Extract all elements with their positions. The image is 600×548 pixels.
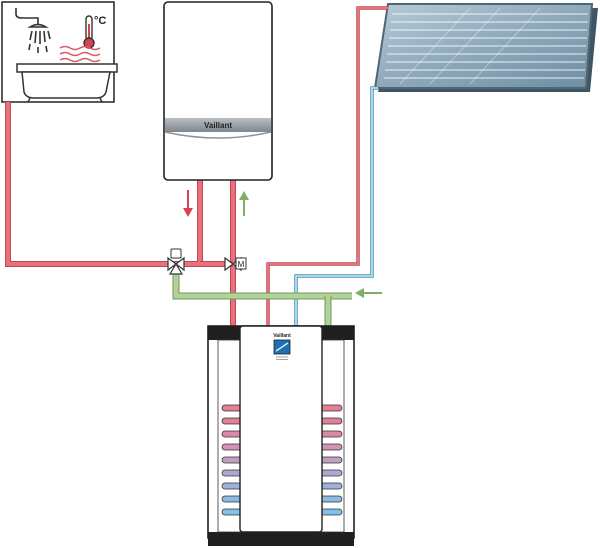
bathtub-icon [16,63,118,103]
motor-valve-letter: M [238,260,245,269]
solar-collector-panel [373,3,598,92]
collector-tubes [384,13,588,79]
storage-cylinder: Vaillant [207,325,355,546]
temperature-unit-label: °C [94,15,106,27]
cold-water-main-pipe [172,270,352,326]
mixing-valve [167,248,185,275]
cold-water-inlet-arrow-icon [355,288,382,298]
heat-waves-icon [59,45,101,63]
boiler-brand-label: Vaillant [204,121,232,130]
flow-down-arrow-icon [183,190,193,217]
solar-flow-pipe [266,6,388,330]
thermometer-icon [83,15,95,49]
motorized-valve: M [224,256,247,272]
wall-boiler: Vaillant [163,1,273,217]
flow-up-arrow-icon [239,191,249,216]
heat-exchanger-coil-left [221,404,245,516]
heat-exchanger-coil-right [319,404,343,516]
hot-water-supply-pipe [5,102,176,267]
cylinder-brand-label: Vaillant [273,333,291,339]
bath-panel: °C [1,1,118,103]
shower-icon [15,8,51,53]
boiler-return-pipe [200,180,236,326]
